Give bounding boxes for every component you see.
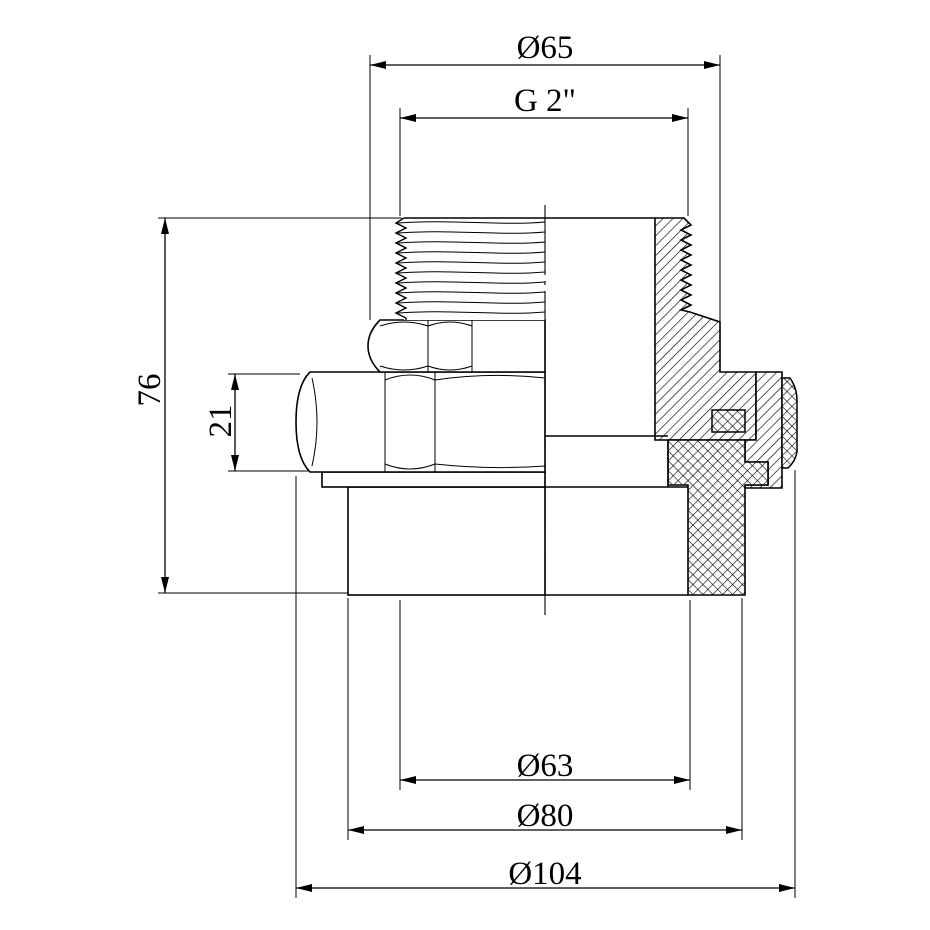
dimension-label-inner: Ø63	[517, 748, 574, 784]
dimension-label-top-outer: Ø65	[517, 30, 574, 66]
dimension-label-nut-outer: Ø104	[508, 856, 581, 892]
exterior-view	[295, 217, 546, 596]
thread-crest-line	[397, 241, 546, 244]
thread-crest-line	[397, 261, 546, 264]
dimension-nut-height: 21	[203, 373, 310, 472]
seal-ring-section	[781, 377, 798, 469]
dimension-height: 76	[132, 217, 402, 594]
dimension-label-socket: Ø80	[517, 798, 574, 834]
dimension-nut-outer: Ø104	[295, 470, 796, 898]
dimension-top-outer: Ø65	[369, 30, 721, 322]
large-nut	[295, 371, 546, 473]
dimension-label-height: 76	[132, 374, 168, 407]
small-nut-arc-top	[379, 321, 473, 327]
o-ring-section	[711, 409, 746, 433]
body-section-hatched	[654, 217, 757, 441]
large-nut-arc-top	[384, 374, 546, 381]
dimension-thread: G 2"	[399, 83, 689, 216]
thread-crest-line	[397, 271, 546, 274]
thread-lines	[397, 221, 546, 314]
small-nut-arc-bottom	[379, 365, 473, 371]
small-nut	[367, 319, 546, 373]
large-nut-arc-bottom	[384, 463, 546, 470]
thread-crest-line	[397, 231, 546, 234]
flange-plate	[321, 471, 546, 488]
dimension-socket: Ø80	[347, 598, 743, 840]
thread-crest-line	[397, 251, 546, 254]
dimension-inner: Ø63	[399, 600, 691, 790]
male-thread-profile	[394, 217, 408, 320]
thread-crest-line	[397, 291, 546, 294]
socket-outer	[347, 486, 546, 596]
dimension-label-thread: G 2"	[514, 83, 576, 119]
thread-crest-line	[397, 301, 546, 304]
dimension-label-nut-height: 21	[203, 405, 239, 438]
thread-crest-line	[397, 281, 546, 284]
large-nut-chamfer	[311, 377, 318, 467]
thread-crest-line	[397, 311, 546, 314]
section-view	[545, 217, 798, 596]
thread-crest-line	[397, 221, 546, 224]
plastic-socket-section	[667, 439, 769, 596]
